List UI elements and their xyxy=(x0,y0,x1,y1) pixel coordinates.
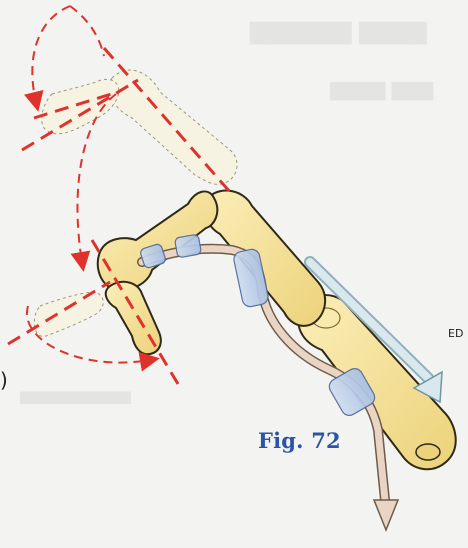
cropped-edge-label: ED xyxy=(448,327,463,340)
upper-arc-top xyxy=(70,6,104,56)
middle-phalanx-axis xyxy=(104,48,230,192)
cropped-edge-parenthesis: ) xyxy=(0,368,8,392)
ghost-distal-phalanx-low xyxy=(34,292,103,336)
metacarpal-base-detail xyxy=(416,444,440,460)
pulley-a3 xyxy=(174,234,201,258)
flexor-tendon-arrowhead xyxy=(374,500,398,530)
ghost-distal-phalanx xyxy=(42,79,119,133)
upper-arc xyxy=(32,6,70,102)
figure-caption: Fig. 72 xyxy=(258,428,341,453)
